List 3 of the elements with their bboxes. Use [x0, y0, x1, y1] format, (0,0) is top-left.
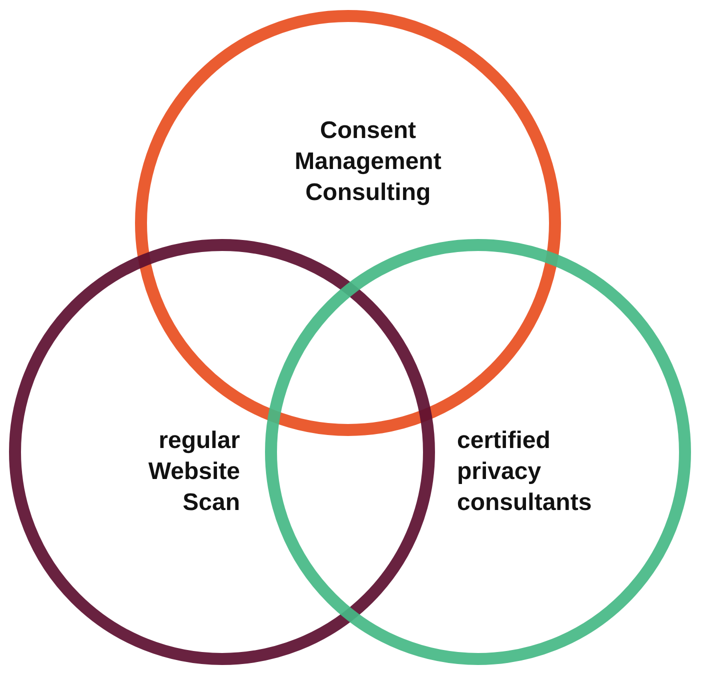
circle-label: regular Website Scan — [147, 426, 240, 518]
circle-label: Consent Management Consulting — [294, 116, 442, 208]
circle-label: certified privacy consultants — [457, 426, 593, 518]
